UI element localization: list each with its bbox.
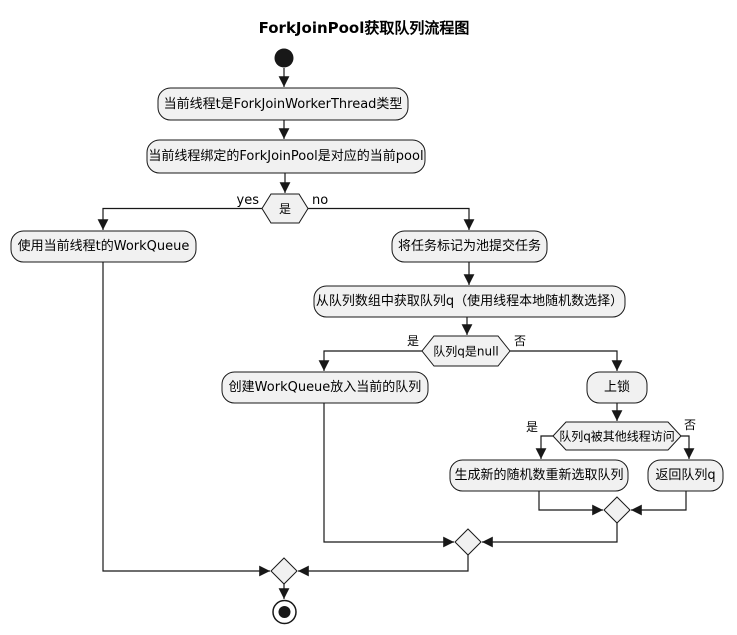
edge-label-null-no: 否	[514, 334, 526, 348]
activity-regen-random	[449, 459, 629, 492]
activity-mark-task	[391, 230, 548, 263]
activity-create-workqueue-label: 创建WorkQueue放入当前的队列	[229, 379, 422, 395]
activity-create-workqueue	[221, 371, 429, 404]
edge-label-yes: yes	[237, 193, 260, 208]
edge-null-no-to-lock	[510, 350, 623, 371]
diagram-title: ForkJoinPool获取队列流程图	[259, 19, 470, 37]
activity-check-thread-type-label: 当前线程t是ForkJoinWorkerThread类型	[164, 96, 403, 112]
activity-check-thread-type	[157, 87, 409, 121]
edge-merge2-to-merge3	[298, 555, 469, 577]
edge-null-yes-to-create-workqueue	[318, 350, 422, 371]
edge-yes-to-use-workqueue	[97, 207, 262, 230]
edge-no-to-mark-task	[308, 207, 475, 230]
activity-mark-task-label: 将任务标记为池提交任务	[398, 238, 541, 254]
activity-regen-random-label: 生成新的随机数重新选取队列	[454, 467, 623, 483]
end-node	[278, 606, 291, 618]
edge-return-to-merge1	[631, 491, 687, 516]
activity-use-workqueue	[10, 230, 197, 263]
decision-queue-accessed-label: 队列q被其他线程访问	[559, 429, 675, 444]
merge-diamond-1	[603, 496, 631, 524]
activity-get-queue-label: 从队列数组中获取队列q（使用线程本地随机数选择）	[316, 293, 623, 309]
activity-lock	[586, 371, 648, 404]
decision-queue-accessed	[552, 421, 682, 451]
activity-bind-pool	[146, 139, 426, 174]
decision-is-worker-thread-label: 是	[279, 202, 291, 216]
decision-is-worker-thread	[261, 193, 309, 224]
decision-queue-is-null	[421, 335, 511, 367]
edge-use-workqueue-to-merge3	[102, 262, 270, 577]
activity-use-workqueue-label: 使用当前线程t的WorkQueue	[18, 238, 190, 254]
edge-regen-to-merge1	[538, 491, 603, 516]
edge-merge1-to-merge2	[482, 523, 618, 548]
activity-return-queue-label: 返回队列q	[655, 468, 715, 483]
activity-return-queue	[647, 459, 724, 492]
activity-bind-pool-label: 当前线程绑定的ForkJoinPool是对应的当前pool	[148, 148, 423, 164]
start-node	[274, 48, 294, 68]
merge-diamond-3	[270, 557, 298, 585]
decision-queue-is-null-label: 队列q是null	[433, 344, 499, 359]
edge-accessed-no-to-return	[681, 435, 695, 459]
edge-label-null-yes: 是	[407, 334, 419, 348]
merge-diamond-2	[454, 528, 482, 556]
activity-lock-label: 上锁	[604, 379, 630, 395]
connectors	[97, 68, 695, 599]
edge-label-no: no	[312, 193, 328, 208]
edge-create-workqueue-to-merge2	[323, 403, 454, 548]
edge-accessed-yes-to-regen	[535, 435, 553, 459]
activity-get-queue	[313, 285, 626, 318]
edge-label-accessed-no: 否	[684, 418, 696, 432]
edge-label-accessed-yes: 是	[526, 420, 538, 434]
